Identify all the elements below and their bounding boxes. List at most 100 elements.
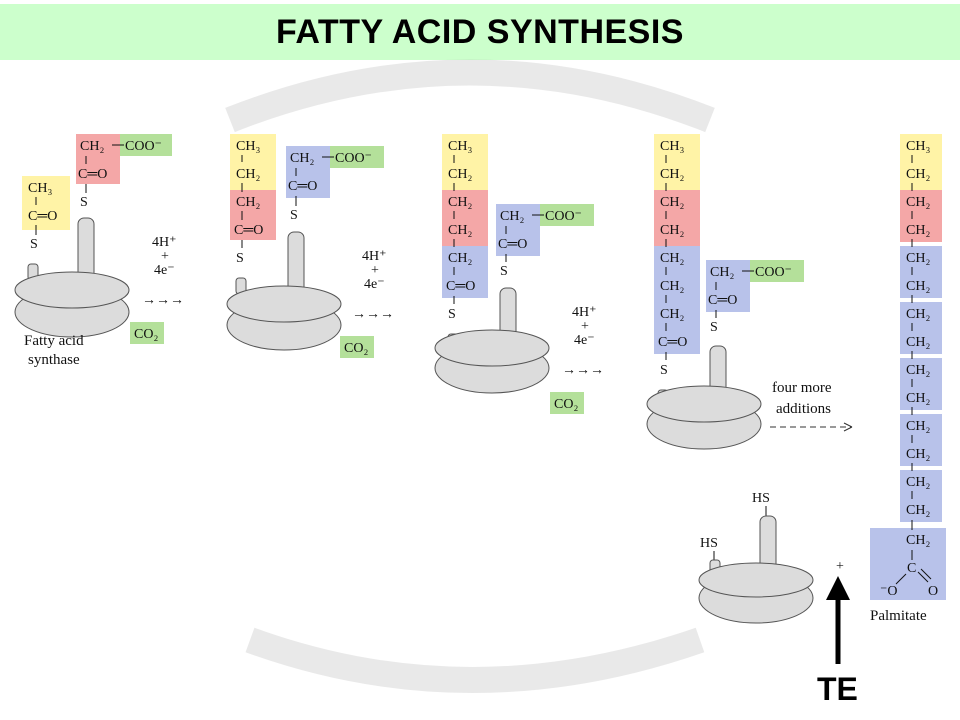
ch2-label: CH₂ — [710, 265, 734, 280]
coo-label: COO⁻ — [545, 209, 582, 224]
stage-1: CH₃ C═O S CH₂ COO⁻ C═O S Fatty acid synt… — [14, 134, 172, 368]
stage-2: CH₃ CH₂ CH₂ C═O S CH₂ COO⁻ C═O S — [226, 134, 384, 351]
malonyl-block — [900, 302, 942, 354]
ch2-label: CH₂ — [906, 307, 930, 322]
acetyl-block — [22, 176, 70, 230]
s-label: S — [80, 195, 88, 210]
co-label: C═O — [708, 293, 737, 308]
synthase-label-line2: synthase — [28, 352, 80, 368]
co-label: C═O — [498, 237, 527, 252]
coo-label: COO⁻ — [125, 139, 162, 154]
coo-block — [540, 204, 594, 226]
oxygen-label: O — [928, 584, 938, 599]
coo-label: COO⁻ — [335, 151, 372, 166]
four-more-label-line1: four more — [772, 380, 832, 396]
enzyme-shape — [14, 217, 130, 338]
ch2-label: CH₂ — [448, 195, 472, 210]
malonyl-block — [900, 358, 942, 410]
ch2-label: CH₂ — [906, 279, 930, 294]
co2-label: CO₂ — [554, 397, 578, 412]
ch2-label: CH₂ — [236, 167, 260, 182]
electron-label: 4e⁻ — [574, 333, 595, 348]
malonyl-block — [706, 260, 750, 312]
co-label: C═O — [234, 223, 263, 238]
co-label: C═O — [658, 335, 687, 350]
acetyl-block — [230, 134, 276, 190]
thiol-label: HS — [700, 536, 718, 551]
coo-block — [120, 134, 172, 156]
ch2-label: CH₂ — [448, 251, 472, 266]
stage-3: CH₃ CH₂ CH₂ CH₂ CH₂ C═O S CH₂ COO⁻ C═O S — [434, 134, 594, 394]
s-label: S — [290, 208, 298, 223]
s-label: S — [500, 264, 508, 279]
ch2-label: CH₂ — [80, 139, 104, 154]
watermark-seal — [225, 59, 715, 693]
acetyl-block — [442, 134, 488, 190]
ch2-label: CH₂ — [906, 167, 930, 182]
te-label: TE — [817, 671, 858, 707]
s-label: S — [236, 251, 244, 266]
co2-block — [550, 392, 584, 414]
ch2-label: CH₂ — [906, 195, 930, 210]
acetyl-block — [654, 134, 700, 190]
oxide-anion-label: ⁻O — [880, 584, 898, 599]
ch2-label: CH₂ — [906, 447, 930, 462]
malonyl-block — [442, 190, 488, 246]
ch2-label: CH₂ — [906, 503, 930, 518]
ch3-label: CH₃ — [236, 139, 260, 154]
malonyl-block — [230, 190, 276, 240]
dashed-arrow-head — [843, 422, 853, 432]
reaction-step-1: 4H⁺ + 4e⁻ →→→ CO₂ — [130, 235, 184, 344]
malonyl-block — [900, 190, 942, 242]
hydrogen-label: 4H⁺ — [362, 249, 387, 264]
reaction-step-3: 4H⁺ + 4e⁻ →→→ CO₂ — [550, 305, 604, 414]
co2-label: CO₂ — [134, 327, 158, 342]
malonyl-block — [76, 134, 120, 184]
ch2-label: CH₂ — [906, 363, 930, 378]
ch2-label: CH₂ — [660, 223, 684, 238]
page-title: FATTY ACID SYNTHESIS — [276, 13, 684, 51]
co2-block — [340, 336, 374, 358]
ch2-label: CH₂ — [906, 251, 930, 266]
palmitate-label: Palmitate — [870, 608, 927, 624]
s-label: S — [660, 363, 668, 378]
malonyl-block — [654, 190, 700, 246]
arrow-icon: →→→ — [562, 363, 604, 378]
malonyl-block — [442, 246, 488, 298]
plus-label: + — [371, 263, 379, 278]
ch2-label: CH₂ — [906, 391, 930, 406]
thiol-label: HS — [752, 491, 770, 506]
four-more-label-line2: additions — [776, 401, 831, 417]
carboxylate-block — [870, 528, 946, 600]
ch2-label: CH₂ — [660, 279, 684, 294]
coo-block — [330, 146, 384, 168]
ch3-label: CH₃ — [448, 139, 472, 154]
synthase-label-line1: Fatty acid — [24, 333, 84, 349]
plus-label: + — [581, 319, 589, 334]
ch2-label: CH₂ — [236, 195, 260, 210]
ch2-label: CH₂ — [448, 223, 472, 238]
ch2-label: CH₂ — [660, 251, 684, 266]
arrow-icon: →→→ — [142, 293, 184, 308]
plus-label: + — [836, 559, 844, 574]
ch2-label: CH₂ — [660, 167, 684, 182]
ch3-label: CH₃ — [906, 139, 930, 154]
coo-block — [750, 260, 804, 282]
ch2-label: CH₂ — [660, 307, 684, 322]
co2-block — [130, 322, 164, 344]
ch3-label: CH₃ — [660, 139, 684, 154]
acetyl-block — [900, 134, 942, 190]
title-bar — [0, 4, 960, 60]
enzyme-shape — [434, 287, 550, 394]
ch2-label: CH₂ — [290, 151, 314, 166]
co-label: C═O — [446, 279, 475, 294]
ch2-label: CH₂ — [906, 419, 930, 434]
hydrogen-label: 4H⁺ — [572, 305, 597, 320]
arrow-icon: →→→ — [352, 307, 394, 322]
malonyl-block — [286, 146, 330, 198]
ch2-label: CH₂ — [906, 475, 930, 490]
stage-4: CH₃ CH₂ CH₂ CH₂ CH₂ CH₂ CH₂ C═O S CH₂ CO… — [646, 134, 853, 450]
carbon-label: C — [907, 561, 916, 576]
malonyl-block — [900, 414, 942, 466]
